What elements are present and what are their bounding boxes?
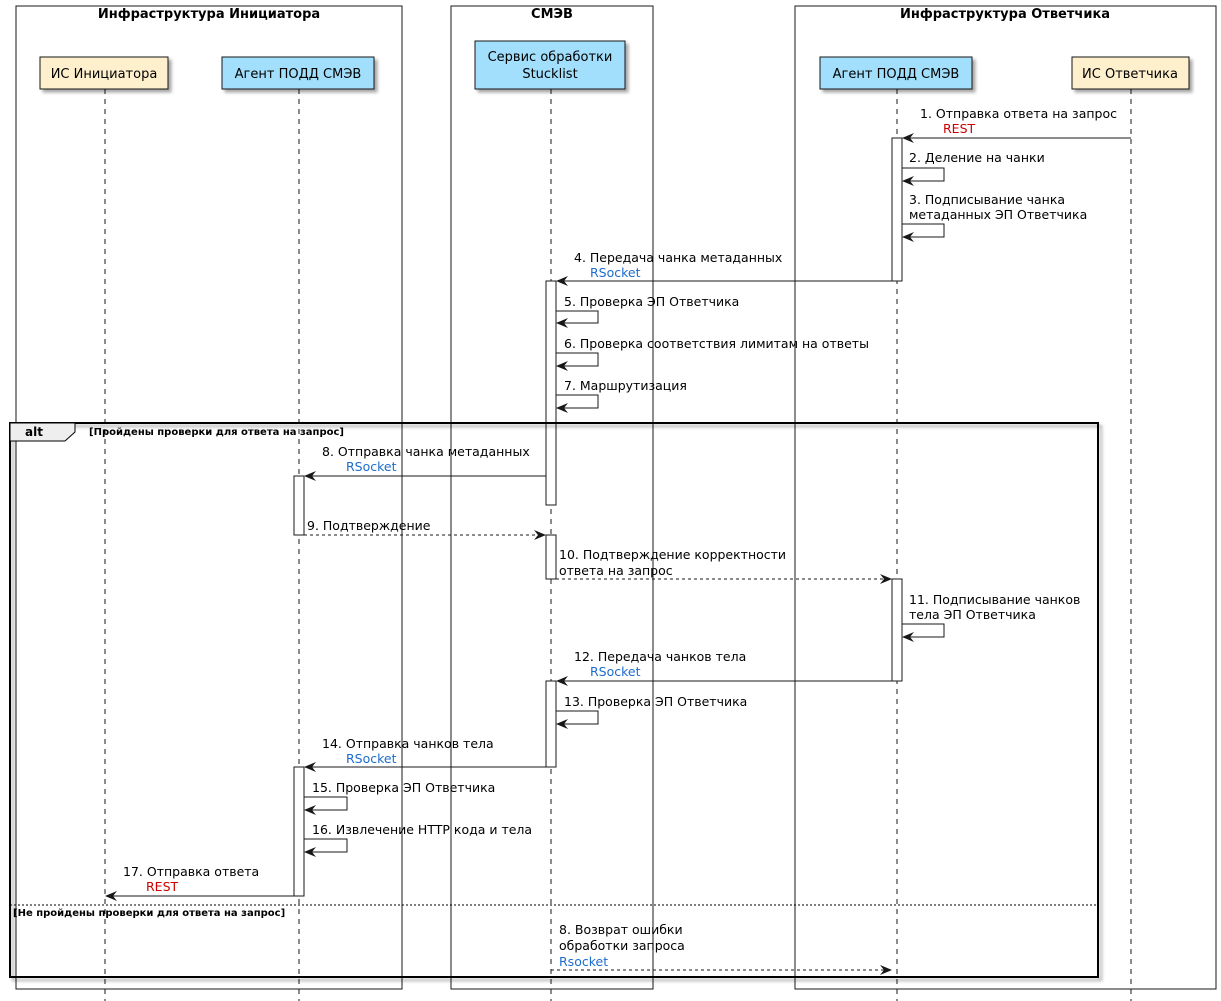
message-8-error: 8. Возврат ошибки обработки запроса Rsoc… bbox=[551, 922, 892, 975]
box-smev: СМЭВ bbox=[450, 5, 654, 990]
message-13-label: 13. Проверка ЭП Ответчика bbox=[564, 694, 747, 709]
message-4: 4. Передача чанка метаданных RSocket bbox=[556, 250, 892, 286]
message-13: 13. Проверка ЭП Ответчика bbox=[556, 694, 747, 729]
message-8-error-label-2: обработки запроса bbox=[559, 938, 685, 953]
message-1-label: 1. Отправка ответа на запрос bbox=[920, 106, 1117, 121]
message-2-label: 2. Деление на чанки bbox=[909, 150, 1045, 165]
message-5-label: 5. Проверка ЭП Ответчика bbox=[564, 294, 739, 309]
box-title-responder: Инфраструктура Ответчика bbox=[900, 7, 1110, 22]
participant-agent-resp: Агент ПОДД СМЭВ bbox=[819, 56, 973, 90]
message-15: 15. Проверка ЭП Ответчика bbox=[304, 780, 495, 815]
message-12-label: 12. Передача чанков тела bbox=[574, 649, 746, 664]
alt-fragment: alt [Пройдены проверки для ответа на зап… bbox=[9, 422, 1099, 978]
message-9-label: 9. Подтверждение bbox=[307, 518, 431, 533]
message-7: 7. Маршрутизация bbox=[556, 378, 687, 413]
activation-agent-init-2 bbox=[293, 766, 305, 897]
activation-smev-1 bbox=[545, 280, 557, 506]
message-5: 5. Проверка ЭП Ответчика bbox=[556, 294, 739, 328]
message-8-label: 8. Отправка чанка метаданных bbox=[322, 444, 530, 459]
message-4-label: 4. Передача чанка метаданных bbox=[574, 250, 782, 265]
message-8-error-protocol: Rsocket bbox=[559, 954, 608, 969]
message-10-label-2: ответа на запрос bbox=[559, 563, 673, 578]
message-2: 2. Деление на чанки bbox=[902, 150, 1045, 186]
message-3-label-1: 3. Подписывание чанка bbox=[909, 192, 1065, 207]
message-16-label: 16. Извлечение HTTP кода и тела bbox=[312, 822, 532, 837]
message-17-protocol: REST bbox=[146, 879, 179, 894]
message-3: 3. Подписывание чанка метаданных ЭП Отве… bbox=[902, 192, 1087, 242]
participant-label-agent-resp: Агент ПОДД СМЭВ bbox=[833, 67, 960, 82]
message-3-label-2: метаданных ЭП Ответчика bbox=[909, 207, 1087, 222]
participant-label-agent-init: Агент ПОДД СМЭВ bbox=[235, 67, 362, 82]
message-12: 12. Передача чанков тела RSocket bbox=[556, 649, 892, 686]
message-15-label: 15. Проверка ЭП Ответчика bbox=[312, 780, 495, 795]
participant-smev-svc: Сервис обработки Stucklist bbox=[474, 40, 626, 90]
message-8-protocol: RSocket bbox=[346, 459, 397, 474]
participant-is-init: ИС Инициатора bbox=[39, 56, 169, 90]
participant-label-smev-svc-1: Сервис обработки bbox=[488, 50, 613, 65]
message-4-protocol: RSocket bbox=[590, 265, 641, 280]
activation-agent-resp-1 bbox=[891, 137, 903, 282]
message-10-label-1: 10. Подтверждение корректности bbox=[559, 547, 786, 562]
box-initiator-infra: Инфраструктура Инициатора bbox=[15, 5, 403, 990]
message-12-protocol: RSocket bbox=[590, 664, 641, 679]
participant-label-is-init: ИС Инициатора bbox=[51, 67, 158, 82]
message-14: 14. Отправка чанков тела RSocket bbox=[304, 736, 546, 772]
activation-agent-init-1 bbox=[293, 475, 305, 536]
message-10: 10. Подтверждение корректности ответа на… bbox=[556, 547, 892, 584]
participant-is-resp: ИС Ответчика bbox=[1071, 56, 1190, 90]
message-8: 8. Отправка чанка метаданных RSocket bbox=[304, 444, 546, 481]
alt-guard-fail: [Не пройдены проверки для ответа на запр… bbox=[13, 908, 285, 919]
message-17: 17. Отправка ответа REST bbox=[105, 864, 294, 901]
participant-label-is-resp: ИС Ответчика bbox=[1082, 67, 1178, 82]
activation-smev-3 bbox=[545, 680, 557, 768]
message-6-label: 6. Проверка соответствия лимитам на отве… bbox=[564, 336, 869, 351]
message-17-label: 17. Отправка ответа bbox=[123, 864, 259, 879]
message-14-label: 14. Отправка чанков тела bbox=[322, 736, 494, 751]
message-1: 1. Отправка ответа на запрос REST bbox=[902, 106, 1131, 143]
alt-keyword: alt bbox=[25, 425, 43, 439]
message-9: 9. Подтверждение bbox=[304, 518, 546, 540]
activation-agent-resp-2 bbox=[891, 578, 903, 682]
message-11-label-2: тела ЭП Ответчика bbox=[909, 607, 1036, 622]
message-11-label-1: 11. Подписывание чанков bbox=[909, 592, 1080, 607]
activation-smev-2 bbox=[545, 534, 557, 580]
activations bbox=[293, 137, 903, 897]
message-8-error-label-1: 8. Возврат ошибки bbox=[559, 922, 683, 937]
message-14-protocol: RSocket bbox=[346, 751, 397, 766]
message-1-protocol: REST bbox=[943, 121, 976, 136]
alt-guard-pass: [Пройдены проверки для ответа на запрос] bbox=[89, 427, 344, 438]
message-6: 6. Проверка соответствия лимитам на отве… bbox=[556, 336, 869, 371]
participant-agent-init: Агент ПОДД СМЭВ bbox=[221, 56, 375, 90]
messages: 1. Отправка ответа на запрос REST 2. Дел… bbox=[105, 106, 1131, 975]
message-11: 11. Подписывание чанков тела ЭП Ответчик… bbox=[902, 592, 1080, 642]
box-title-smev: СМЭВ bbox=[531, 7, 573, 22]
participant-label-smev-svc-2: Stucklist bbox=[522, 67, 577, 82]
box-title-initiator: Инфраструктура Инициатора bbox=[98, 7, 320, 22]
box-responder-infra: Инфраструктура Ответчика bbox=[794, 5, 1217, 990]
message-7-label: 7. Маршрутизация bbox=[564, 378, 687, 393]
message-16: 16. Извлечение HTTP кода и тела bbox=[304, 822, 532, 857]
